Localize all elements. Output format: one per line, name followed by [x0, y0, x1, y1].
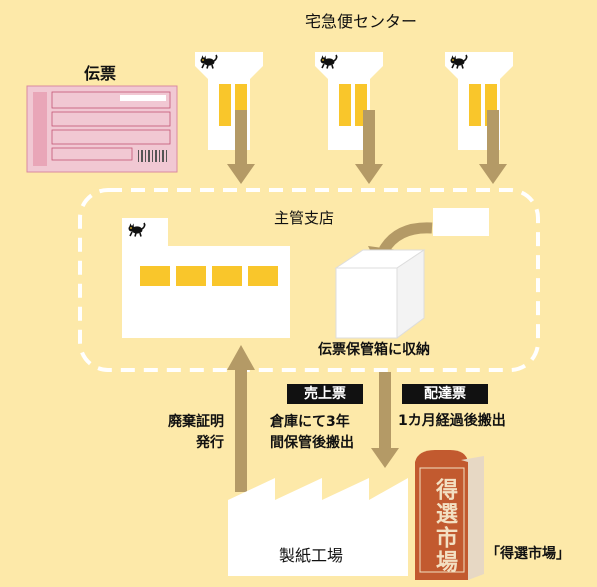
arrow-up-to-branch: [227, 345, 255, 492]
storage-caption: 伝票保管箱に収納: [318, 342, 430, 358]
sales-slip-tag: 売上票: [287, 384, 363, 404]
branch-title: 主管支店: [274, 209, 335, 227]
branch-warehouse: [122, 218, 290, 338]
arrow-down-3: [479, 110, 507, 184]
arrow-down-2: [355, 110, 383, 184]
paper-mill-label: 製紙工場: [279, 546, 344, 565]
down-arrows: [227, 110, 507, 184]
delivery-slip-note: 1カ月経過後搬出: [398, 413, 506, 429]
delivery-slip-tag: 配達票: [402, 384, 488, 404]
slip-title: 伝票: [84, 64, 117, 83]
delivery-center-label: 宅急便センター: [305, 12, 418, 31]
arrow-down-to-factory: [371, 372, 399, 468]
curved-arrow-into-box: [379, 222, 433, 254]
slip-image: [26, 85, 178, 173]
product-package-text: 得選市場: [432, 478, 457, 574]
branch-boundary: [78, 188, 540, 372]
delivery-center-building-1: [195, 52, 263, 150]
slip-storage-box: [334, 249, 426, 339]
delivery-center-building-3: [445, 52, 513, 150]
product-package: [415, 450, 484, 580]
paper-mill: [228, 478, 408, 576]
certificate-note: 廃棄証明 発行: [168, 414, 224, 451]
product-caption: 「得選市場」: [486, 546, 570, 562]
arrow-down-1: [227, 110, 255, 184]
sales-slip-note: 倉庫にて3年 間保管後搬出: [270, 414, 354, 451]
slip-card: [433, 208, 489, 236]
